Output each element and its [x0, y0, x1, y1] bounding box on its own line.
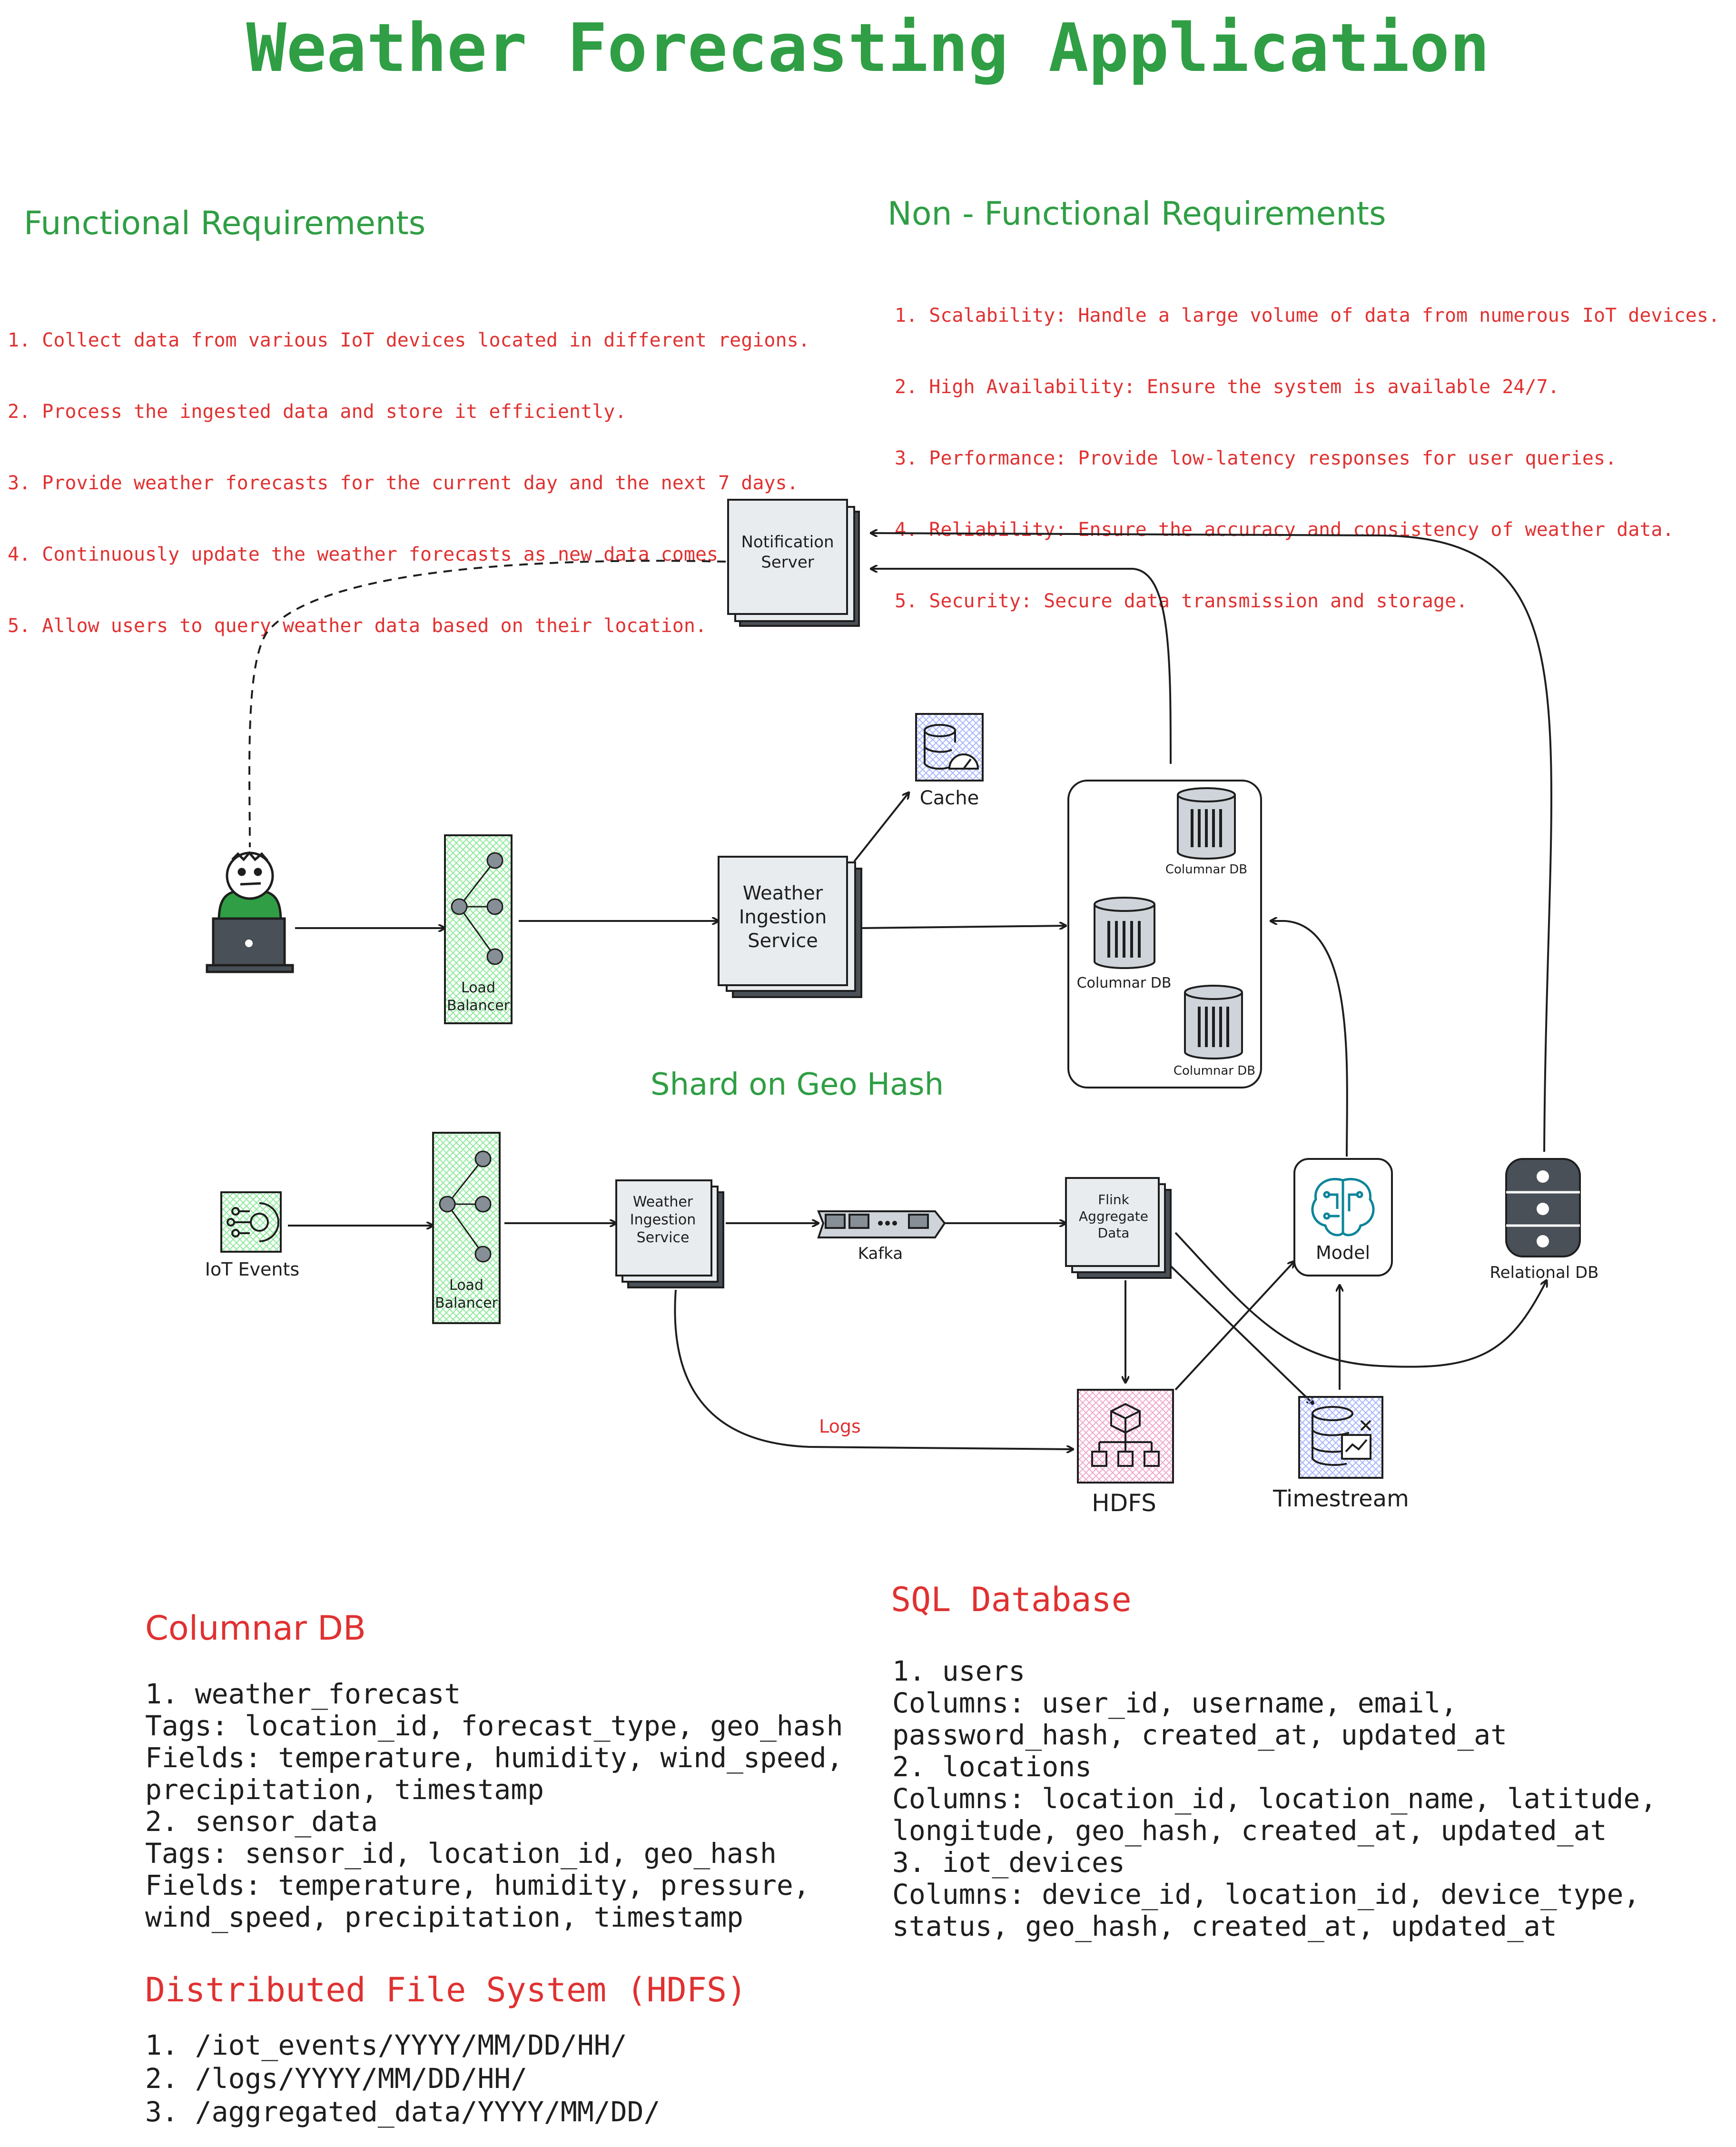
iot-events-icon	[227, 1202, 279, 1242]
notification-server-node	[727, 499, 860, 627]
non-functional-item: 5. Security: Secure data transmission an…	[895, 590, 1468, 612]
edge-ingestion-to-columnar	[861, 926, 1066, 928]
shard-label: Shard on Geo Hash	[651, 1067, 944, 1102]
timestream-node	[1298, 1396, 1383, 1479]
load-balancer-top-node	[444, 834, 513, 1024]
columnar-db-1-label: Columnar DB	[1165, 862, 1247, 877]
columnar-section-body: 1. weather_forecast Tags: location_id, f…	[145, 1678, 843, 1933]
functional-item: 1. Collect data from various IoT devices…	[8, 329, 810, 351]
kafka-queue-icon	[817, 1210, 946, 1238]
model-node	[1293, 1158, 1393, 1276]
non-functional-item: 1. Scalability: Handle a large volume of…	[895, 305, 1720, 327]
edge-flink-to-relational	[1174, 1232, 1547, 1368]
edge-relational-to-notification	[871, 533, 1552, 1152]
cache-node	[915, 713, 984, 782]
sql-section-heading: SQL Database	[891, 1580, 1132, 1619]
hierarchy-cube-icon	[1091, 1403, 1160, 1467]
relational-db-label: Relational DB	[1489, 1263, 1598, 1282]
edges	[248, 533, 1552, 1449]
load-balancer-icon	[439, 1150, 492, 1263]
relational-db-icon	[1505, 1158, 1581, 1257]
functional-item: 2. Process the ingested data and store i…	[8, 401, 627, 423]
iot-events-label: IoT Events	[205, 1259, 299, 1280]
iot-events-node	[220, 1191, 282, 1253]
functional-item: 3. Provide weather forecasts for the cur…	[8, 472, 799, 494]
edge-columnar-to-notification	[871, 569, 1172, 764]
non-functional-item: 3. Performance: Provide low-latency resp…	[895, 447, 1617, 469]
flink-aggregate-node	[1065, 1177, 1172, 1279]
weather-ingestion-top-node	[718, 856, 862, 998]
columnar-db-2	[1094, 897, 1155, 969]
edge-ingestion-to-cache	[853, 792, 909, 862]
timestream-label: Timestream	[1272, 1485, 1409, 1512]
model-label: Model	[1316, 1242, 1370, 1263]
page-title: Weather Forecasting Application	[246, 10, 1490, 87]
database-chart-icon	[1312, 1406, 1371, 1466]
functional-requirements-heading: Functional Requirements	[24, 205, 426, 242]
sql-section-body: 1. users Columns: user_id, username, ema…	[892, 1655, 1657, 1942]
edge-flink-to-timestream	[1170, 1265, 1313, 1404]
hdfs-node	[1077, 1389, 1174, 1484]
weather-ingestion-bottom-node	[615, 1179, 724, 1288]
non-functional-requirements-heading: Non - Functional Requirements	[888, 195, 1386, 233]
columnar-section-heading: Columnar DB	[145, 1609, 366, 1648]
kafka-label: Kafka	[858, 1244, 903, 1263]
logs-label: Logs	[819, 1416, 861, 1437]
cache-label: Cache	[920, 787, 979, 809]
columnar-db-2-label: Columnar DB	[1077, 975, 1172, 991]
columnar-db-3	[1184, 985, 1243, 1059]
edge-hdfs-to-model	[1174, 1261, 1294, 1391]
hdfs-section-heading: Distributed File System (HDFS)	[145, 1970, 747, 2009]
edge-ingestion2-logs-to-hdfs	[674, 1289, 1073, 1449]
brain-circuit-icon	[1311, 1177, 1375, 1237]
non-functional-item: 2. High Availability: Ensure the system …	[895, 376, 1559, 398]
hdfs-section-body: 1. /iot_events/YYYY/MM/DD/HH/ 2. /logs/Y…	[145, 2029, 661, 2128]
load-balancer-icon	[451, 852, 503, 965]
user-icon	[206, 851, 294, 973]
columnar-db-3-label: Columnar DB	[1174, 1064, 1255, 1078]
hdfs-label: HDFS	[1092, 1489, 1156, 1517]
edge-model-to-columnar	[1271, 921, 1348, 1157]
load-balancer-bottom-node	[432, 1132, 501, 1324]
database-gauge-icon	[924, 724, 979, 770]
edge-notification-to-user	[248, 560, 726, 848]
columnar-db-1	[1177, 787, 1236, 860]
functional-item: 5. Allow users to query weather data bas…	[8, 615, 707, 637]
